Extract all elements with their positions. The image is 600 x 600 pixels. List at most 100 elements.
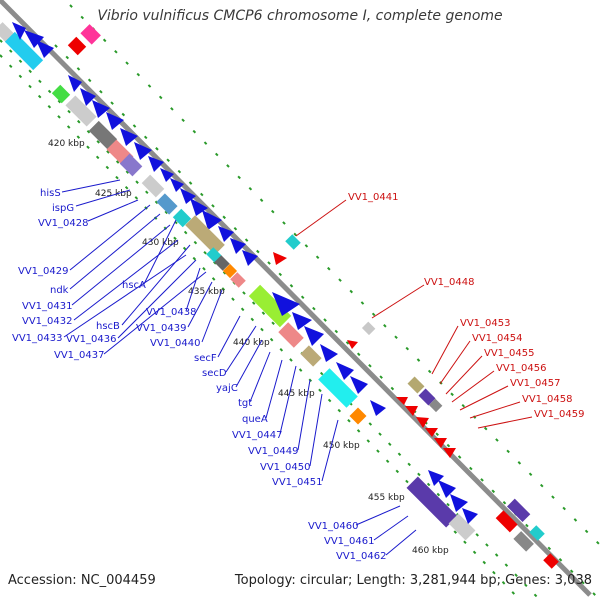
kbp-tick-label: 420 kbp [48, 139, 85, 149]
gene-arrow [370, 400, 386, 416]
gene-arrow [80, 88, 96, 106]
gene-label: VV1_0449 [248, 446, 299, 457]
gene-green [51, 84, 71, 104]
gene-arrow [272, 292, 300, 316]
gene-label: secF [194, 353, 217, 364]
gene-arrow [425, 428, 438, 437]
kbp-tick-label: 440 kbp [233, 338, 270, 348]
gene-olive [407, 376, 425, 394]
gene-gray [88, 120, 118, 150]
gene-arrow [350, 376, 368, 394]
gene-arrow [218, 226, 234, 242]
gene-arrow [438, 480, 456, 498]
gene-cyan [172, 208, 192, 228]
gene-lime [248, 284, 292, 328]
gene-gray [448, 513, 476, 541]
gene-red [67, 36, 87, 56]
gene-label: VV1_0453 [460, 318, 511, 329]
gene-label: VV1_0447 [232, 430, 283, 441]
gene-pink [278, 322, 304, 348]
gene-violet [119, 153, 143, 177]
gene-orange [222, 263, 238, 279]
gene-red [543, 553, 559, 569]
gene-cyan [529, 525, 545, 541]
gene-label: VV1_0429 [18, 266, 69, 277]
gene-cyan [4, 31, 44, 71]
gene-gray [214, 255, 230, 271]
gene-arrow [12, 22, 26, 40]
gene-arrow [190, 198, 208, 216]
gene-label: VV1_0437 [54, 350, 105, 361]
gene-label: queA [242, 414, 268, 425]
gene-arrow [396, 397, 408, 405]
gene-arrow [416, 417, 429, 428]
gene-label: VV1_0438 [146, 307, 197, 318]
genome-summary-text: Topology: circular; Length: 3,281,944 bp… [234, 573, 592, 588]
gene-label: VV1_0431 [22, 301, 73, 312]
gene-label: ispG [52, 203, 74, 214]
gene-arrow [180, 188, 196, 204]
gene-arrow [68, 75, 82, 92]
gene-arrow [134, 142, 152, 160]
gene-arrow [202, 210, 222, 230]
gene-arrow [405, 406, 418, 416]
gene-label: VV1_0433 [12, 333, 63, 344]
gene-arrow [242, 250, 258, 266]
map-title: Vibrio vulnificus CMCP6 chromosome I, co… [97, 8, 503, 24]
gene-label: VV1_0440 [150, 338, 201, 349]
gene-label: VV1_0450 [260, 462, 311, 473]
reverse-strand-genes [67, 24, 559, 569]
reverse-gene-labels [295, 199, 533, 429]
gene-indigo [506, 498, 531, 523]
gene-arrow [148, 156, 164, 172]
kbp-tick-label: 460 kbp [412, 546, 449, 556]
kbp-tick-label: 425 kbp [95, 189, 132, 199]
gene-arrow [273, 252, 287, 265]
gene-gray [65, 95, 97, 127]
gene-arrow [106, 112, 124, 130]
gene-label: VV1_0436 [66, 334, 117, 345]
gene-gray [513, 531, 534, 552]
gene-label: VV1_0454 [472, 333, 523, 344]
gene-label: VV1_0460 [308, 521, 359, 532]
kbp-tick-label: 445 kbp [278, 389, 315, 399]
gene-label: tgt [238, 398, 252, 409]
gene-label: VV1_0455 [484, 348, 535, 359]
kbp-tick-label: 450 kbp [323, 441, 360, 451]
kbp-tick-label: 430 kbp [142, 238, 179, 248]
gene-label: secD [202, 368, 227, 379]
gene-label: VV1_0451 [272, 477, 323, 488]
gene-pink [80, 24, 101, 45]
gene-label: VV1_0456 [496, 363, 547, 374]
gene-cyan [318, 368, 358, 408]
gene-pink [230, 272, 246, 288]
gene-arrow [443, 448, 456, 458]
gene-steel [156, 193, 178, 215]
gene-arrow [292, 312, 312, 330]
gene-gray [361, 321, 376, 336]
gene-red [495, 510, 518, 533]
gene-label: VV1_0459 [534, 409, 585, 420]
forward-gene-label-text: hisS ispG VV1_0428 VV1_0429 ndk hscA VV1… [12, 188, 387, 562]
gene-arrow [347, 340, 358, 349]
reverse-gene-label-text: VV1_0441 VV1_0448 VV1_0453 VV1_0454 VV1_… [348, 192, 585, 420]
gene-label: VV1_0448 [424, 277, 475, 288]
gene-label: VV1_0457 [510, 378, 561, 389]
gene-arrow [336, 362, 354, 380]
outer-track-guide [54, 4, 600, 600]
gene-cyan [285, 234, 301, 250]
gene-arrow [160, 168, 174, 182]
gene-label: VV1_0458 [522, 394, 573, 405]
gene-arrow [170, 178, 184, 192]
gene-arrow [304, 326, 324, 346]
gene-gray [428, 398, 443, 413]
gene-gray [141, 174, 165, 198]
gene-arrow [92, 100, 110, 118]
gene-label: VV1_0428 [38, 218, 89, 229]
gene-arrow [230, 238, 246, 254]
gene-label: VV1_0462 [336, 551, 387, 562]
gene-indigo [418, 388, 436, 406]
accession-text: Accession: NC_004459 [8, 573, 156, 588]
gene-arrow [434, 438, 447, 448]
